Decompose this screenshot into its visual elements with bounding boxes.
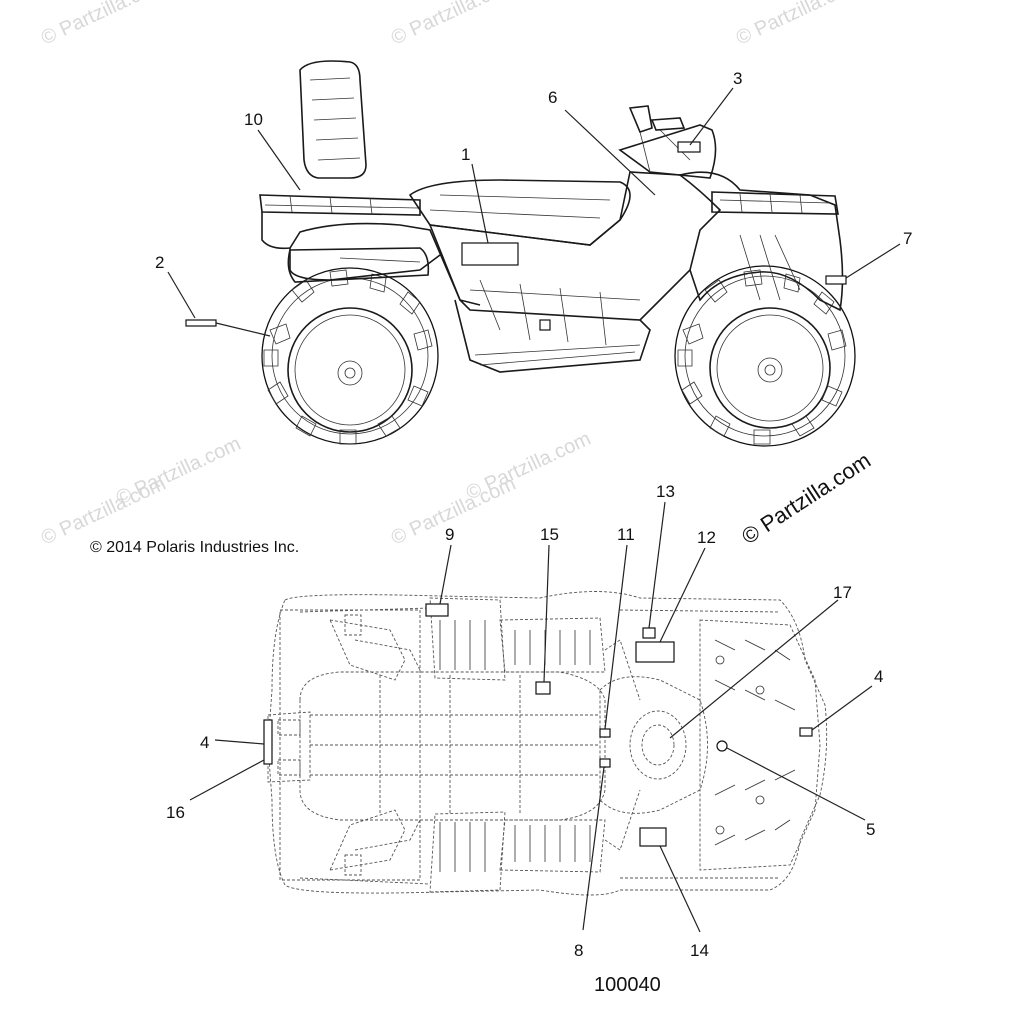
watermark: © Partzilla.com	[388, 0, 519, 50]
console	[599, 676, 708, 814]
callout-10: 10	[244, 110, 263, 129]
top-view-atv	[189, 501, 873, 933]
decal-9	[425, 603, 449, 617]
copyright-text: © 2014 Polaris Industries Inc.	[90, 539, 299, 556]
decal-8	[599, 758, 611, 768]
callout-7: 7	[903, 229, 912, 248]
front-wheel	[674, 265, 856, 447]
watermark: © Partzilla.com	[113, 433, 244, 510]
side-view-atv	[167, 60, 901, 447]
decal-1	[461, 242, 519, 266]
decal-footwell	[539, 319, 551, 331]
decal-13	[642, 627, 656, 639]
decal-4-rear	[263, 719, 273, 765]
callout-5: 5	[866, 820, 875, 839]
callout-4-front: 4	[874, 667, 883, 686]
decal-7	[825, 275, 847, 285]
decal-5	[716, 740, 728, 752]
decal-11	[599, 728, 611, 738]
decal-12	[635, 641, 675, 663]
decal-3	[677, 141, 701, 153]
top-view-outline	[267, 591, 828, 896]
callout-1: 1	[461, 145, 470, 164]
muffler	[287, 247, 430, 283]
callout-2: 2	[155, 253, 164, 272]
callout-6: 6	[548, 88, 557, 107]
seat-top	[299, 671, 606, 821]
rear-rack	[259, 194, 421, 216]
callout-16: 16	[166, 803, 185, 822]
decal-2	[185, 319, 217, 327]
backrest	[299, 60, 367, 179]
partzilla-watermark: © Partzilla.com	[737, 447, 875, 549]
handlebar-pod	[618, 124, 717, 179]
callout-4-rear: 4	[200, 733, 209, 752]
callout-15: 15	[540, 525, 559, 544]
decal-4-front	[799, 727, 813, 737]
callout-11: 11	[617, 525, 635, 544]
callout-9: 9	[445, 525, 454, 544]
figure-number: 100040	[594, 974, 661, 996]
seat	[408, 179, 631, 246]
rear-wheel	[261, 267, 439, 445]
watermark: © Partzilla.com	[38, 0, 169, 50]
watermark: © Partzilla.com	[463, 428, 594, 505]
callout-12: 12	[697, 528, 716, 547]
callout-3: 3	[733, 69, 742, 88]
decal-14	[639, 827, 667, 847]
callout-13: 13	[656, 482, 675, 501]
watermark: © Partzilla.com	[733, 0, 864, 50]
callout-14: 14	[690, 941, 709, 960]
callout-17: 17	[833, 583, 852, 602]
callout-8: 8	[574, 941, 583, 960]
decal-15	[535, 681, 551, 695]
front-rack	[711, 191, 839, 215]
